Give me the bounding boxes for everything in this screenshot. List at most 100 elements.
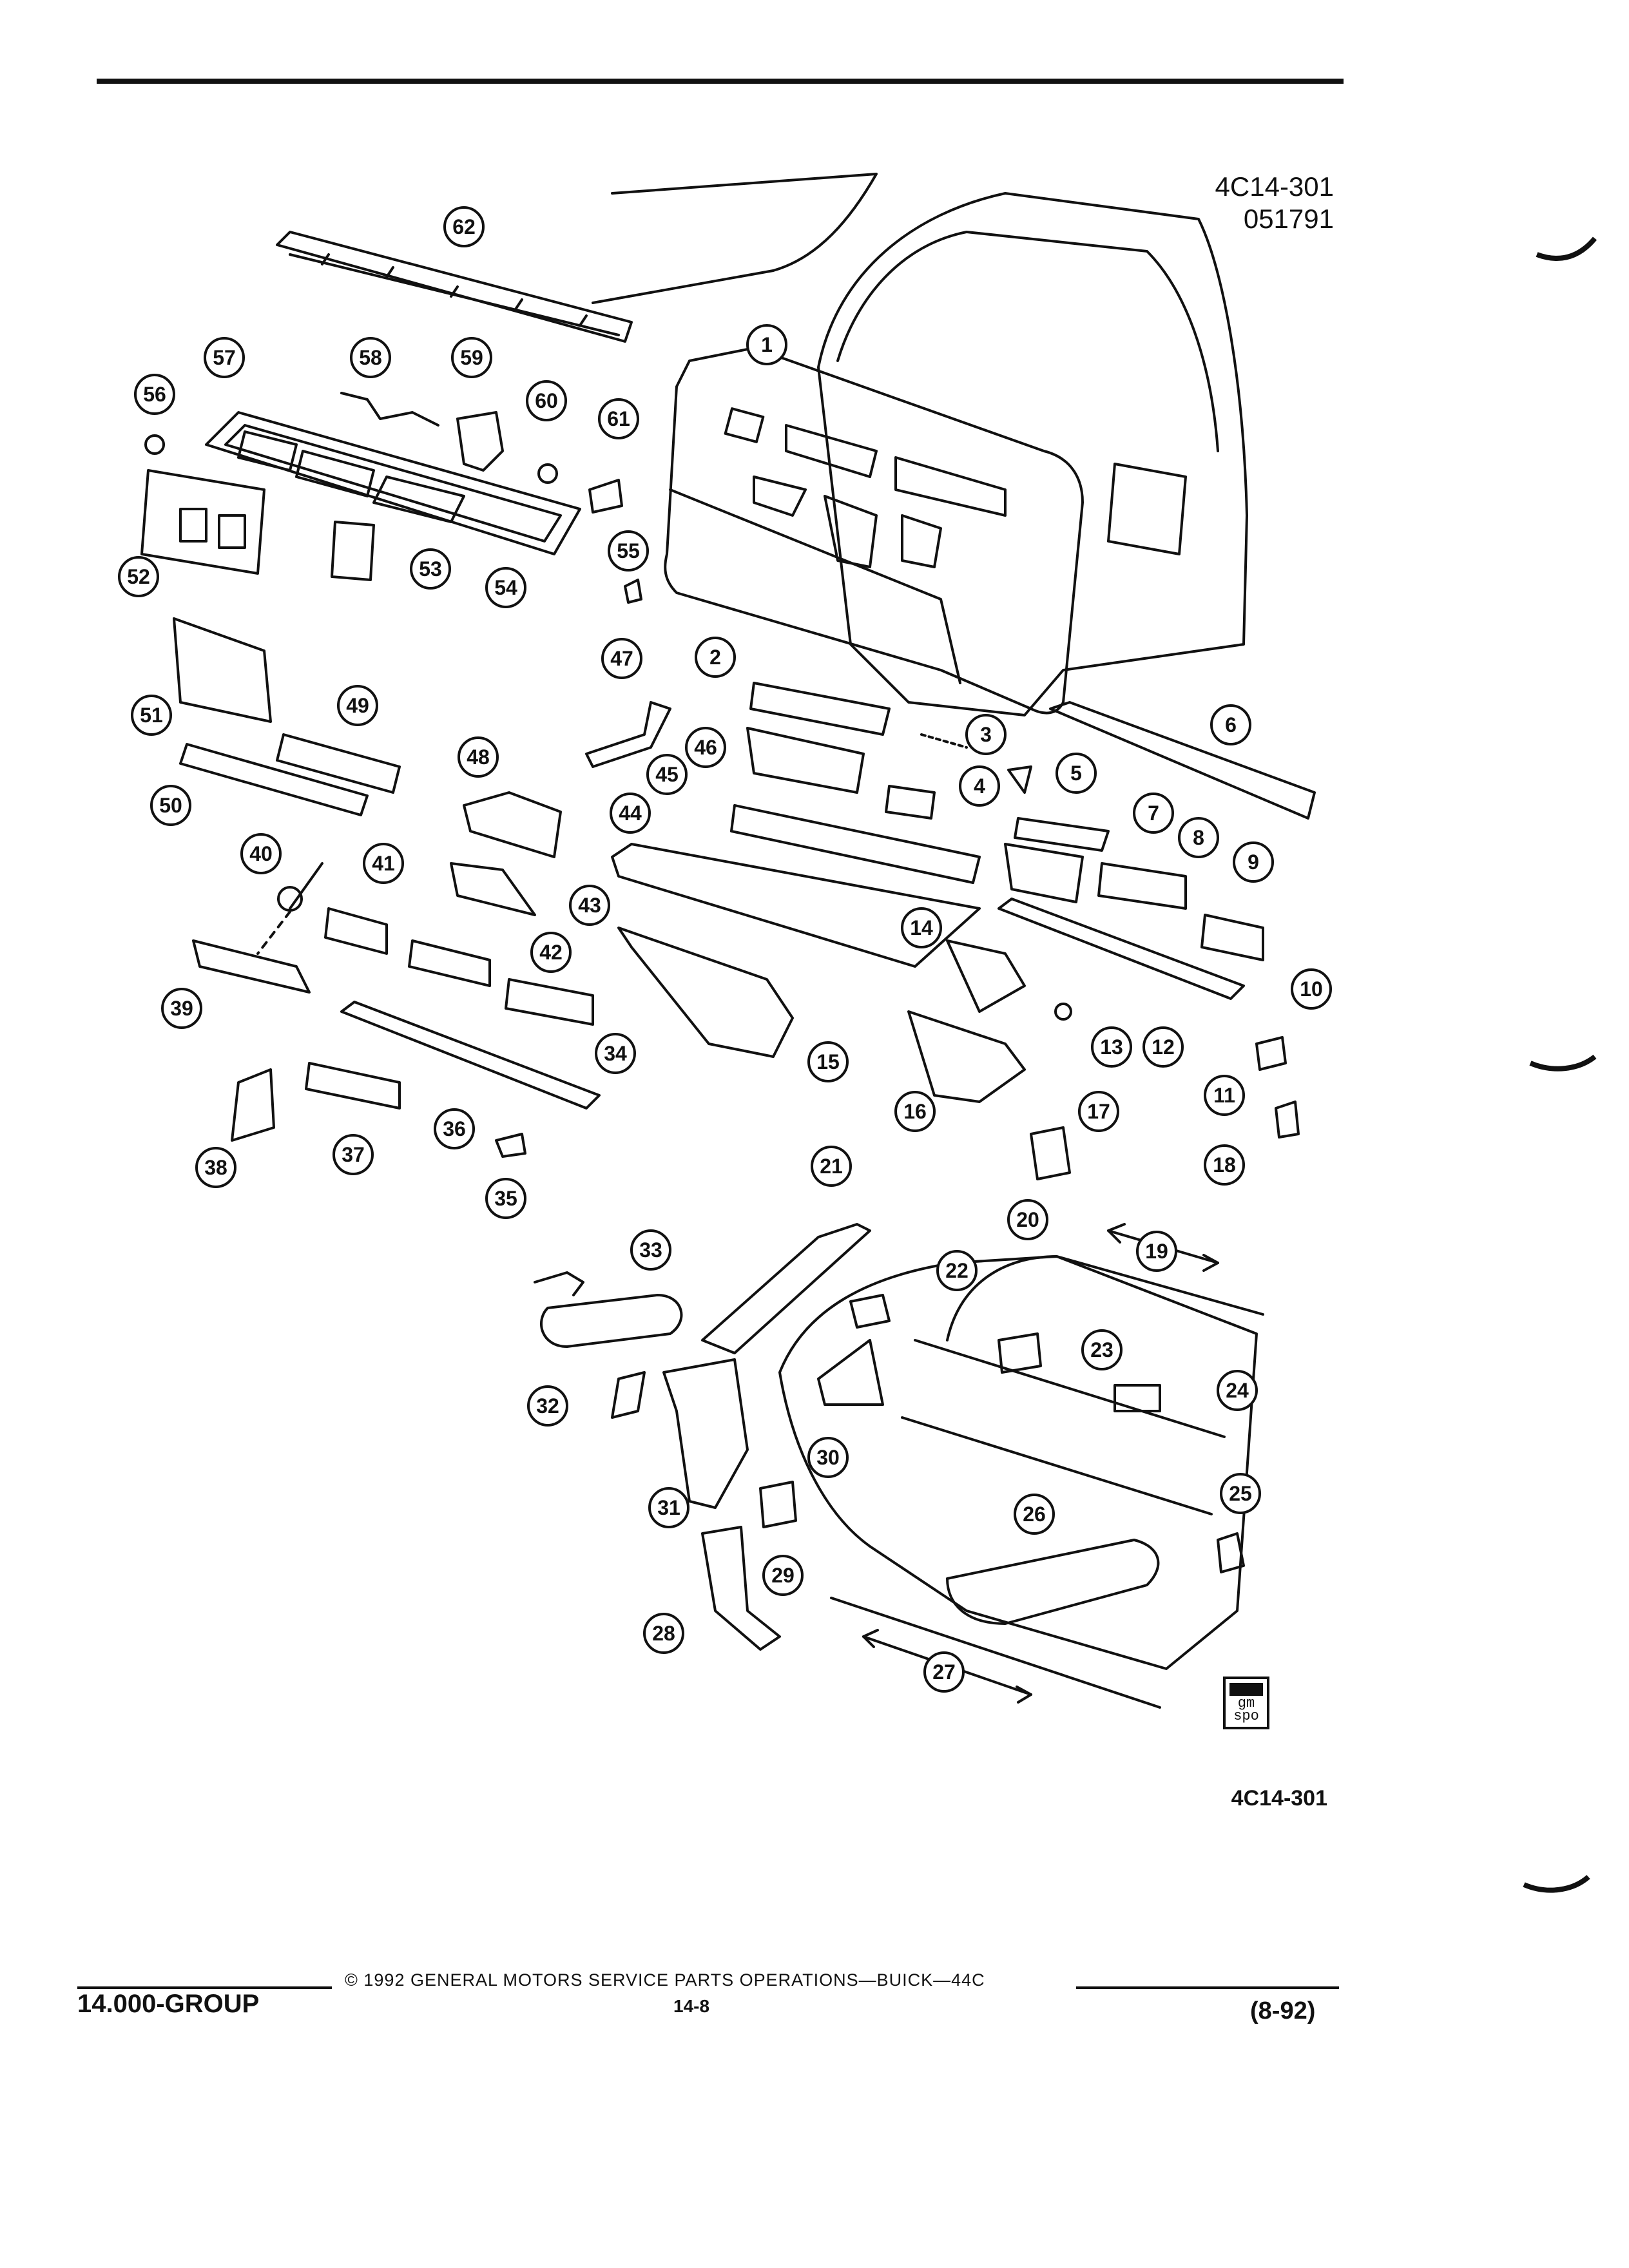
callout-48: 48 <box>458 736 499 778</box>
console-lid-44 <box>611 843 981 968</box>
edge-mark-2 <box>1529 1054 1597 1072</box>
callout-label: 16 <box>903 1100 927 1123</box>
callout-label: 39 <box>170 997 193 1020</box>
callout-34: 34 <box>595 1033 636 1074</box>
callout-label: 47 <box>610 647 633 670</box>
callout-2: 2 <box>695 637 736 678</box>
callout-label: 36 <box>443 1117 466 1140</box>
callout-52: 52 <box>118 556 159 597</box>
clip-35 <box>495 1133 526 1158</box>
callout-label: 55 <box>617 539 640 562</box>
callout-label: 50 <box>159 794 182 817</box>
callout-label: 54 <box>494 576 517 599</box>
weatherstrip-20 <box>946 1255 1264 1341</box>
callout-21: 21 <box>811 1146 852 1187</box>
callout-label: 24 <box>1226 1379 1249 1402</box>
callout-label: 46 <box>694 736 717 759</box>
callout-label: 22 <box>945 1259 969 1282</box>
callout-55: 55 <box>608 530 649 572</box>
logo-line1: gm <box>1237 1695 1255 1711</box>
callout-label: 42 <box>539 941 563 964</box>
clip-25 <box>1217 1532 1245 1573</box>
callout-label: 62 <box>452 215 476 238</box>
callout-9: 9 <box>1233 841 1274 883</box>
callout-label: 27 <box>932 1660 956 1684</box>
cover-16 <box>907 1010 1026 1103</box>
callout-label: 45 <box>655 763 679 786</box>
figure-code-bottom: 4C14-301 <box>1231 1786 1327 1811</box>
footer-date: (8-92) <box>1250 1997 1316 2024</box>
figure-code-top: 4C14-301 051791 <box>1179 171 1334 235</box>
callout-39: 39 <box>161 988 202 1029</box>
bezel-2 <box>749 682 891 736</box>
logo-band <box>1229 1683 1263 1696</box>
callout-13: 13 <box>1091 1026 1132 1068</box>
callout-label: 48 <box>467 745 490 769</box>
bracket-58 <box>340 392 439 427</box>
callout-19: 19 <box>1136 1231 1177 1272</box>
callout-label: 20 <box>1016 1208 1039 1231</box>
callout-label: 5 <box>1070 762 1082 785</box>
callout-label: 34 <box>604 1042 627 1065</box>
shifter-40 <box>256 862 323 955</box>
logo-text: gm spo <box>1226 1695 1267 1724</box>
footer-copyright: © 1992 GENERAL MOTORS SERVICE PARTS OPER… <box>345 1970 985 1990</box>
callout-45: 45 <box>646 754 688 795</box>
callout-54: 54 <box>485 567 526 608</box>
ashtray-46 <box>746 727 865 794</box>
callout-label: 52 <box>127 565 150 588</box>
lens-24 <box>1113 1384 1161 1412</box>
sunshade-26 <box>946 1539 1160 1625</box>
callout-label: 51 <box>140 704 163 727</box>
clip-18 <box>1275 1100 1300 1139</box>
trim-plate-36 <box>340 1001 601 1110</box>
screw-13 <box>1054 1003 1072 1021</box>
switch-9 <box>1097 862 1187 910</box>
callout-17: 17 <box>1078 1091 1119 1132</box>
callout-47: 47 <box>601 638 642 679</box>
footer-page-number: 14-8 <box>673 1996 710 2016</box>
callout-label: 17 <box>1087 1100 1110 1123</box>
footer-group: 14.000-GROUP <box>77 1990 260 2018</box>
door-trim-panel <box>664 347 1187 715</box>
callout-label: 53 <box>419 557 442 581</box>
callout-58: 58 <box>350 337 391 378</box>
callout-label: 49 <box>346 694 369 717</box>
callout-label: 7 <box>1148 802 1159 825</box>
callout-label: 3 <box>980 723 992 746</box>
compartment-48 <box>463 791 562 858</box>
gm-spo-logo: gm spo <box>1223 1677 1269 1729</box>
callout-41: 41 <box>363 843 404 884</box>
callout-4: 4 <box>959 765 1000 807</box>
callout-31: 31 <box>648 1487 689 1528</box>
callout-label: 38 <box>204 1156 227 1179</box>
callout-40: 40 <box>240 833 282 874</box>
bracket-14 <box>946 939 1026 1013</box>
callout-label: 57 <box>213 346 236 369</box>
screw-56 <box>144 434 165 455</box>
grommet-11 <box>1255 1036 1287 1071</box>
console-top-45 <box>730 804 981 884</box>
callout-label: 21 <box>820 1155 843 1178</box>
callout-label: 28 <box>652 1622 675 1645</box>
pillar-trim-28 <box>701 1526 781 1651</box>
callout-35: 35 <box>485 1178 526 1219</box>
clip-55 <box>624 579 642 604</box>
callout-49: 49 <box>337 685 378 726</box>
bracket-47 <box>585 701 671 768</box>
bracket-29 <box>759 1481 797 1528</box>
callout-label: 32 <box>536 1394 559 1418</box>
callout-label: 56 <box>143 383 166 406</box>
callout-62: 62 <box>443 206 485 247</box>
callout-46: 46 <box>685 727 726 768</box>
callout-label: 9 <box>1248 850 1259 874</box>
figure-code: 4C14-301 <box>1215 171 1334 202</box>
callout-1: 1 <box>746 324 787 365</box>
switch-4 <box>885 785 936 820</box>
nut-60 <box>537 463 558 484</box>
callout-label: 35 <box>494 1187 517 1210</box>
pillar-trim-21 <box>701 1223 871 1354</box>
spring-3 <box>920 733 968 749</box>
callout-42: 42 <box>530 932 572 973</box>
